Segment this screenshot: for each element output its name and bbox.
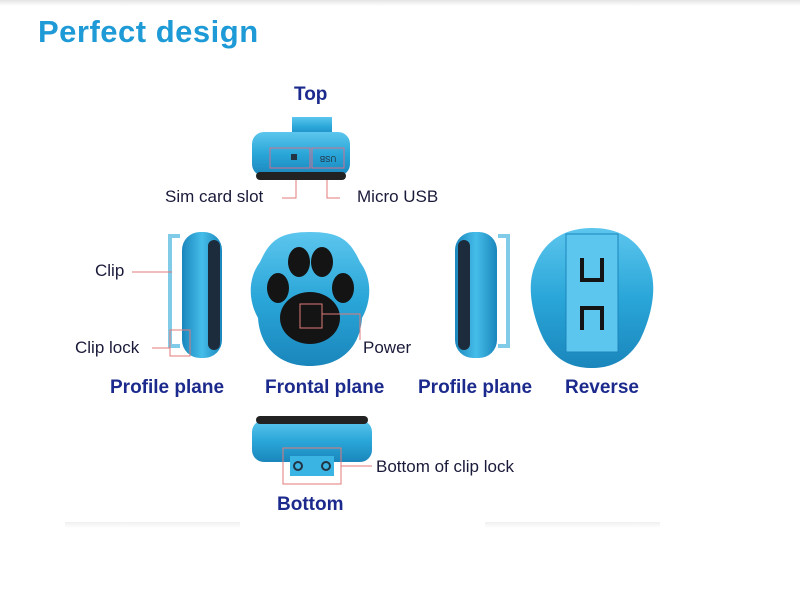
floor-shadow: [485, 522, 660, 528]
bottom-view-device: [252, 416, 372, 485]
frontal-paw-device: [250, 232, 370, 366]
view-label-frontal: Frontal plane: [265, 377, 385, 398]
view-label-bottom: Bottom: [277, 494, 344, 515]
top-view-device: USB: [252, 117, 350, 199]
callout-micro-usb: Micro USB: [357, 187, 439, 206]
usb-port-text: USB: [320, 154, 336, 163]
view-label-profile-left: Profile plane: [110, 377, 225, 398]
callout-clip-lock: Clip lock: [75, 338, 140, 357]
callout-clip: Clip: [95, 261, 125, 280]
floor-shadow: [65, 522, 240, 528]
top-shade: [0, 0, 800, 6]
view-label-profile-right: Profile plane: [418, 377, 533, 398]
callout-bottom-of-clip-lock: Bottom of clip lock: [376, 457, 514, 476]
reverse-device: [530, 228, 654, 368]
callout-sim-card-slot: Sim card slot: [165, 187, 264, 206]
view-label-top: Top: [294, 84, 328, 105]
view-label-reverse: Reverse: [565, 377, 639, 398]
profile-left-device: [132, 232, 222, 358]
callout-power: Power: [363, 338, 412, 357]
page-title: Perfect design: [38, 14, 259, 49]
profile-right-device: [455, 232, 510, 358]
